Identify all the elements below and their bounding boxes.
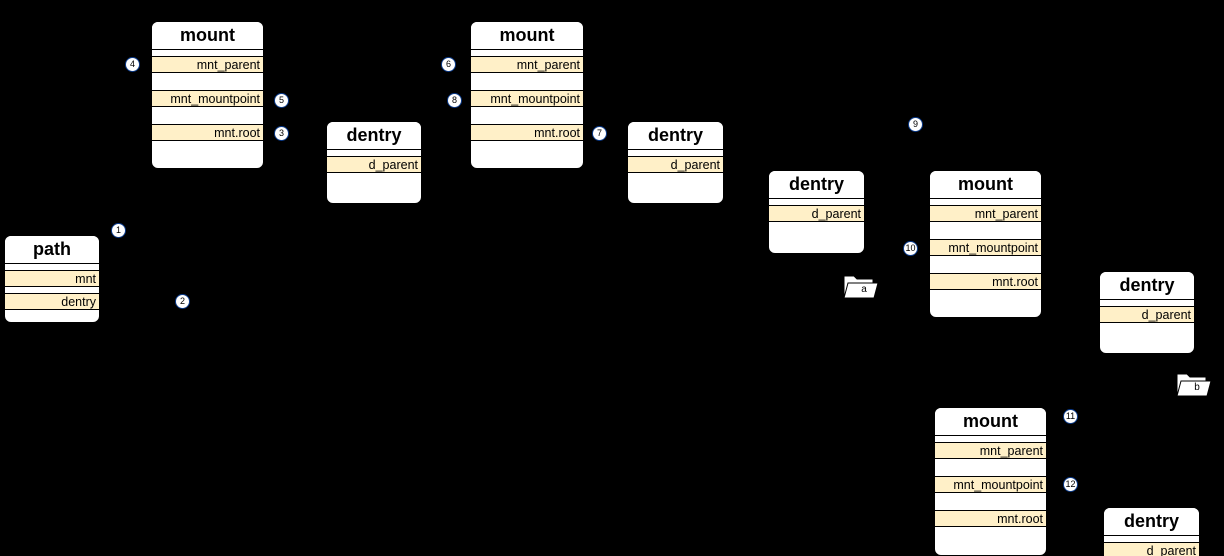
field-mnt-mountpoint: mnt_mountpoint bbox=[935, 476, 1046, 493]
node-title: dentry bbox=[1104, 508, 1199, 536]
step-badge-9: 9 bbox=[908, 117, 923, 132]
node-title: mount bbox=[471, 22, 583, 50]
node-title: mount bbox=[152, 22, 263, 50]
dentry-node-1: dentry d_parent bbox=[326, 121, 422, 204]
folder-icon-b: b bbox=[1176, 371, 1212, 397]
field-mnt-parent: mnt_parent bbox=[471, 56, 583, 73]
step-badge-2: 2 bbox=[175, 294, 190, 309]
dentry-node-2: dentry d_parent bbox=[627, 121, 724, 204]
field-d-parent: d_parent bbox=[327, 156, 421, 173]
step-badge-6: 6 bbox=[441, 57, 456, 72]
step-badge-4: 4 bbox=[125, 57, 140, 72]
node-title: mount bbox=[935, 408, 1046, 436]
field-d-parent: d_parent bbox=[628, 156, 723, 173]
step-badge-12: 12 bbox=[1063, 477, 1078, 492]
field-d-parent: d_parent bbox=[1104, 542, 1199, 556]
field-mnt-root: mnt.root bbox=[935, 510, 1046, 527]
step-badge-8: 8 bbox=[447, 93, 462, 108]
folder-icon-a: a bbox=[843, 273, 879, 299]
step-badge-7: 7 bbox=[592, 126, 607, 141]
field-mnt-parent: mnt_parent bbox=[152, 56, 263, 73]
step-badge-3: 3 bbox=[274, 126, 289, 141]
dentry-node-4: dentry d_parent bbox=[1099, 271, 1195, 354]
step-badge-1: 1 bbox=[111, 223, 126, 238]
field-d-parent: d_parent bbox=[1100, 306, 1194, 323]
dentry-node-3: dentry d_parent bbox=[768, 170, 865, 254]
step-badge-10: 10 bbox=[903, 241, 918, 256]
field-mnt-mountpoint: mnt_mountpoint bbox=[471, 90, 583, 107]
dentry-node-5: dentry d_parent bbox=[1103, 507, 1200, 556]
node-title: path bbox=[5, 236, 99, 264]
field-mnt: mnt bbox=[5, 270, 99, 287]
field-d-parent: d_parent bbox=[769, 205, 864, 222]
field-dentry: dentry bbox=[5, 293, 99, 310]
path-node: path mnt dentry bbox=[4, 235, 100, 323]
field-mnt-mountpoint: mnt_mountpoint bbox=[930, 239, 1041, 256]
step-badge-5: 5 bbox=[274, 93, 289, 108]
node-title: mount bbox=[930, 171, 1041, 199]
mount-node-3: mount mnt_parent mnt_mountpoint mnt.root bbox=[929, 170, 1042, 318]
field-mnt-root: mnt.root bbox=[930, 273, 1041, 290]
field-mnt-parent: mnt_parent bbox=[930, 205, 1041, 222]
mount-node-1: mount mnt_parent mnt_mountpoint mnt.root bbox=[151, 21, 264, 169]
step-badge-11: 11 bbox=[1063, 409, 1078, 424]
mount-node-2: mount mnt_parent mnt_mountpoint mnt.root bbox=[470, 21, 584, 169]
node-title: dentry bbox=[628, 122, 723, 150]
folder-label: b bbox=[1194, 382, 1200, 393]
node-title: dentry bbox=[1100, 272, 1194, 300]
folder-label: a bbox=[861, 284, 867, 295]
field-mnt-root: mnt.root bbox=[471, 124, 583, 141]
field-mnt-parent: mnt_parent bbox=[935, 442, 1046, 459]
field-mnt-root: mnt.root bbox=[152, 124, 263, 141]
field-mnt-mountpoint: mnt_mountpoint bbox=[152, 90, 263, 107]
node-title: dentry bbox=[327, 122, 421, 150]
node-title: dentry bbox=[769, 171, 864, 199]
mount-node-4: mount mnt_parent mnt_mountpoint mnt.root bbox=[934, 407, 1047, 556]
